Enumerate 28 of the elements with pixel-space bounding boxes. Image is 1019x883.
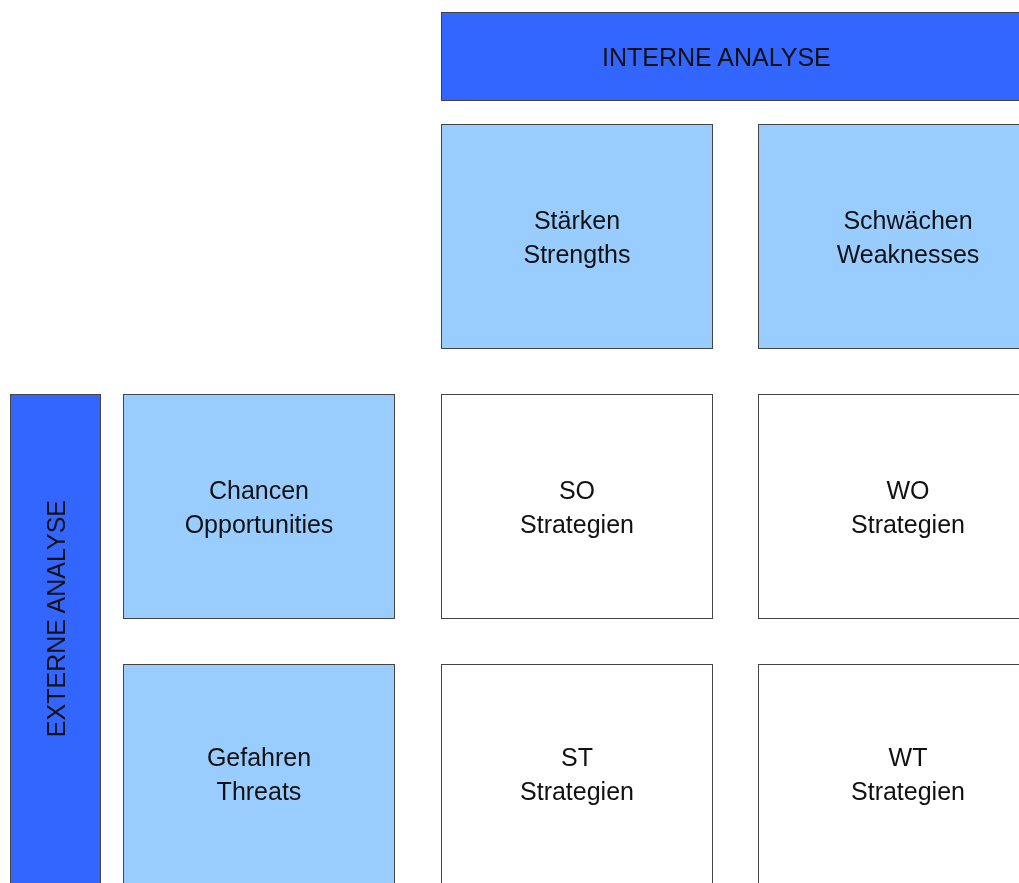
box-label: Opportunities <box>184 508 334 540</box>
box-label: Strategien <box>520 776 634 807</box>
category-box <box>441 124 713 349</box>
strategy-box <box>758 394 1019 619</box>
box-label: Strategien <box>851 508 965 540</box>
section-heading: INTERNE ANALYSE <box>602 41 831 73</box>
box-label: Gefahren <box>206 742 312 773</box>
box-label: ST <box>561 742 593 773</box>
box-label: Chancen <box>208 474 310 506</box>
strategy-box <box>758 664 1019 883</box>
box-label: Stärken <box>533 204 621 236</box>
category-box <box>123 394 395 619</box>
box-label: WO <box>886 474 930 506</box>
strategy-box <box>441 394 713 619</box>
category-box <box>758 124 1019 349</box>
box-label: Weaknesses <box>836 238 980 270</box>
header-bar <box>441 12 1019 101</box>
box-label: Strategien <box>520 508 634 540</box>
box-label: SO <box>558 474 596 506</box>
category-box <box>123 664 395 883</box>
header-bar <box>10 394 101 883</box>
box-label: Schwächen <box>843 204 973 236</box>
box-label: WT <box>888 742 928 773</box>
box-label: Strategien <box>851 776 965 807</box>
strategy-box <box>441 664 713 883</box>
box-label: Threats <box>216 776 302 807</box>
section-heading: EXTERNE ANALYSE <box>40 500 71 738</box>
box-label: Strengths <box>523 238 631 270</box>
